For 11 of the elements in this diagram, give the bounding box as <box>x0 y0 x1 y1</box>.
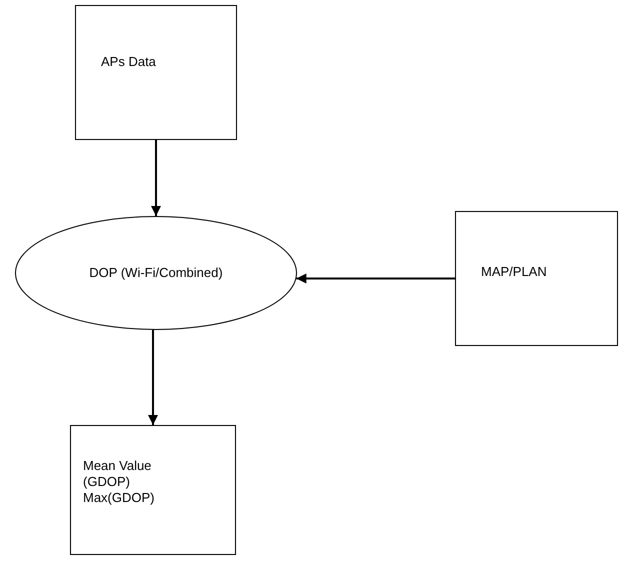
arrow <box>148 330 158 425</box>
process-box <box>455 211 618 346</box>
arrow <box>296 274 455 284</box>
process-ellipse <box>15 216 297 330</box>
process-box <box>75 5 237 140</box>
node-label: APs Data <box>101 54 157 70</box>
node-label: MAP/PLAN <box>481 264 548 280</box>
process-box <box>70 425 236 555</box>
node-label: Mean Value (GDOP) Max(GDOP) <box>83 458 156 506</box>
node-label: DOP (Wi-Fi/Combined) <box>88 265 224 281</box>
arrow <box>151 140 161 216</box>
